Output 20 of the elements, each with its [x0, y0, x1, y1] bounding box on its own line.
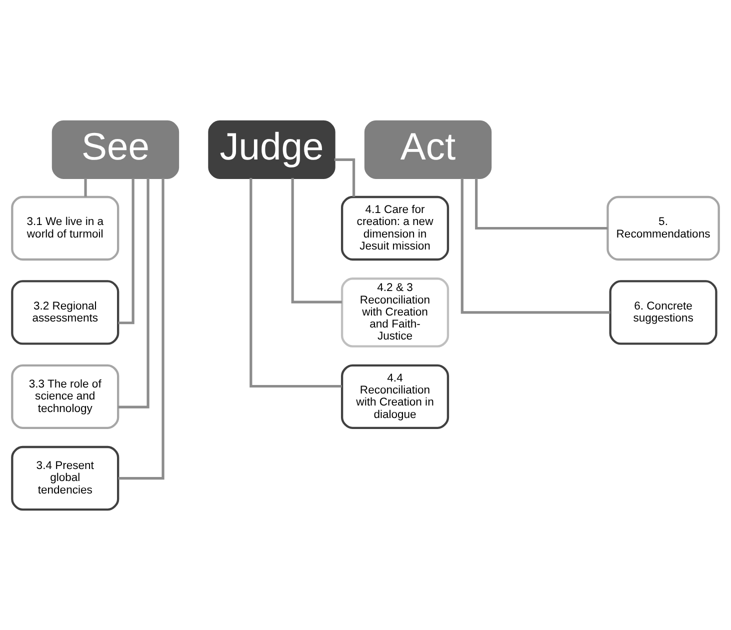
node-box: 4.2 & 3 Reconciliation with Creation and Faith-Justice	[340, 277, 450, 347]
node-box: 3.4 Present global tendencies	[11, 445, 120, 510]
node-box: 4.1 Care for creation: a new dimension in Jesuit mission	[340, 195, 450, 260]
node-box: 3.3 The role of science and technology	[11, 364, 120, 428]
connector	[291, 178, 342, 303]
connector	[118, 178, 164, 480]
connector	[84, 178, 87, 196]
node-box: 3.1 We live in a world of turmoil	[11, 195, 120, 260]
connector	[460, 178, 610, 314]
node-box: 6. Concrete suggestions	[609, 280, 718, 344]
node-box: 4.4 Reconciliation with Creation in dialogue	[340, 364, 450, 428]
node-box: See	[52, 120, 180, 178]
node-box: Act	[364, 120, 492, 178]
node-box: 5. Recommendations	[606, 195, 720, 260]
connector	[118, 177, 150, 408]
connector	[250, 178, 342, 388]
node-box: 3.2 Regional assessments	[11, 280, 120, 344]
connector	[334, 158, 356, 196]
node-box: Judge	[208, 120, 336, 178]
connector	[475, 178, 608, 230]
